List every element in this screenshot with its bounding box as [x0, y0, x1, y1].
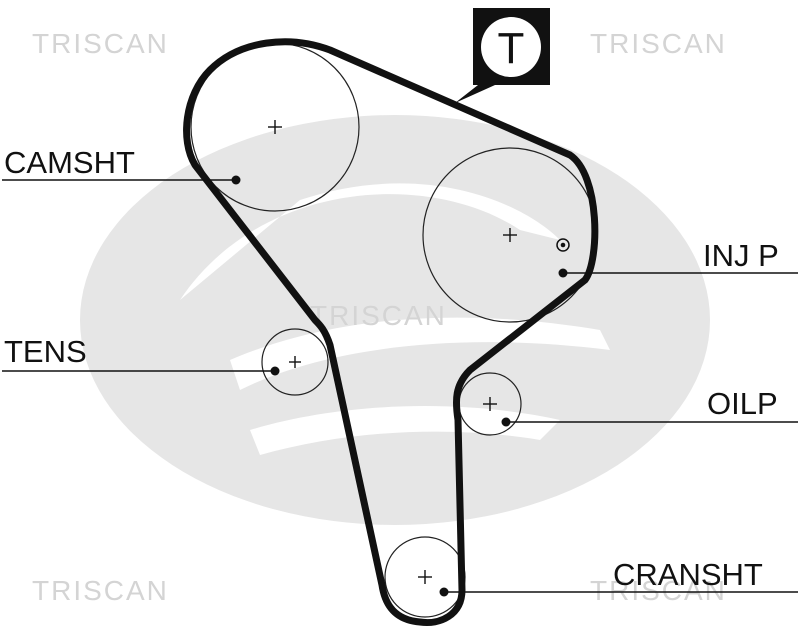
injection-pump-timing-mark-icon	[556, 238, 570, 252]
injection-pump-leader-dot	[558, 268, 568, 278]
camshaft-leader-dot	[231, 175, 241, 185]
oil-pump-center-mark	[483, 397, 497, 411]
watermark-bottom-left: TRISCAN	[32, 575, 169, 606]
background-logo-swoosh-3	[250, 406, 560, 455]
watermark-bottom-right: TRISCAN	[590, 575, 727, 606]
tension-marker-circle	[481, 17, 541, 77]
crankshaft-leader-dot	[439, 587, 449, 597]
tension-marker-letter: T	[498, 24, 525, 73]
injection-pump-center-mark	[503, 228, 517, 242]
watermark-center: TRISCAN	[310, 300, 447, 331]
label-oil-pump: OILP	[707, 386, 778, 421]
oil-pump-leader-dot	[501, 417, 511, 427]
watermark-top-left: TRISCAN	[32, 28, 169, 59]
timing-belt	[183, 38, 599, 627]
tension-marker-callout: T	[455, 8, 550, 103]
watermark-top-right: TRISCAN	[590, 28, 727, 59]
label-camshaft: CAMSHT	[4, 145, 135, 180]
label-tensioner: TENS	[4, 334, 87, 369]
crankshaft-center-mark	[418, 570, 432, 584]
tensioner-leader-dot	[270, 366, 280, 376]
tensioner-center-mark	[289, 356, 301, 368]
label-injection-pump: INJ P	[703, 238, 779, 273]
tensioner-pulley	[261, 328, 329, 396]
camshaft-center-mark	[268, 120, 282, 134]
label-crankshaft: CRANSHT	[613, 557, 763, 592]
